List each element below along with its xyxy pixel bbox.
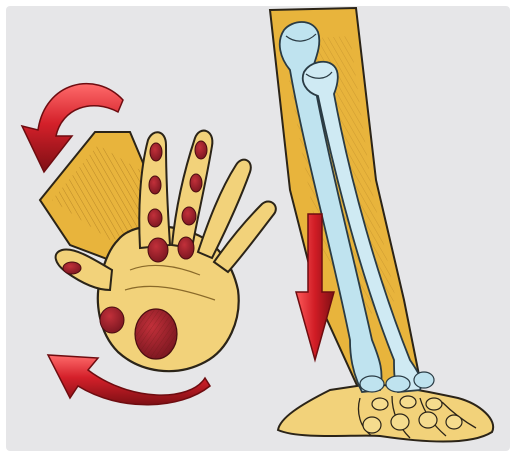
illustration-svg (0, 0, 516, 457)
illustration-canvas (0, 0, 516, 457)
